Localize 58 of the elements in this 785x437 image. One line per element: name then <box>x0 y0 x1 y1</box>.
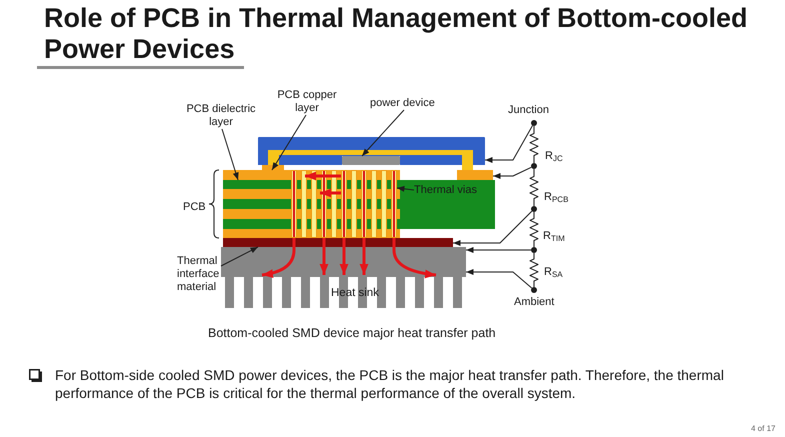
callout-label: Thermal interface material <box>177 255 221 294</box>
thermal-via <box>301 170 307 238</box>
callout-label: PCB copper layer <box>276 89 338 115</box>
node-label: Junction <box>508 104 549 117</box>
callout-label: PCB dielectric layer <box>186 103 256 129</box>
device-package <box>258 137 485 170</box>
resistor-symbol <box>530 252 538 288</box>
junction-dot <box>531 120 537 126</box>
leader-arrow <box>492 166 532 179</box>
bullet-text: For Bottom-side cooled SMD power devices, the PCB is the major heat transfer path. Therefore, the thermal performance of the PCB is critical for the thermal performance of the overall system. <box>55 366 725 402</box>
heat-sink <box>221 247 466 308</box>
title: Role of PCB in Thermal Management of Bottom-cooled Power Devices <box>44 3 749 65</box>
leader-arrow <box>222 128 239 180</box>
heat-flow-arrow <box>340 238 348 275</box>
thermal-via <box>311 170 317 238</box>
thermal-via <box>321 170 327 238</box>
heat-flow-arrow <box>320 238 328 275</box>
page-number: 4 of 17 <box>751 424 776 434</box>
thermal-via <box>361 170 367 238</box>
thermal-via <box>391 170 397 238</box>
edge-label: R$_{PCB}$ <box>544 191 568 204</box>
heat-flow-arrow <box>392 238 436 278</box>
power-device-die <box>342 156 400 165</box>
junction-dot <box>531 163 537 169</box>
heat-flow-arrow <box>305 172 341 180</box>
thermal-via <box>371 170 377 238</box>
part-label: PCB <box>183 201 207 214</box>
heat-flow-arrow <box>262 238 296 278</box>
leader-arrow <box>484 125 533 163</box>
edge-label: R$_{TIM}$ <box>543 230 565 243</box>
leader-arrow <box>396 186 414 192</box>
thermal-via <box>381 170 387 238</box>
leader-arrow <box>466 247 532 253</box>
leader-arrow <box>272 114 306 170</box>
thermal-via <box>351 170 357 238</box>
resistor-symbol <box>530 212 538 248</box>
heat-flow-arrow <box>320 188 341 198</box>
resistor-symbol <box>530 168 538 206</box>
edge-label: R$_{JC}$ <box>545 150 563 163</box>
leader-arrow <box>466 269 532 288</box>
caption: Bottom-cooled SMD device major heat transfer path <box>208 326 496 341</box>
callout-label: Thermal vias <box>414 184 478 197</box>
copper-pad <box>457 170 493 180</box>
junction-dot <box>531 206 537 212</box>
callout-label: power device <box>370 97 436 110</box>
resistor-symbol <box>530 126 538 164</box>
leader-arrow <box>220 246 258 266</box>
thermal-via <box>331 170 337 238</box>
leader-arrow <box>452 210 532 246</box>
leader-arrow <box>362 110 404 156</box>
junction-dot <box>531 287 537 293</box>
node-label: Ambient <box>514 296 554 309</box>
junction-dot <box>531 247 537 253</box>
thermal-via <box>341 170 347 238</box>
edge-label: R$_{SA}$ <box>544 266 563 279</box>
thermal-interface-layer <box>223 238 453 247</box>
heat-flow-arrow <box>360 238 368 275</box>
thermal-via <box>291 170 297 238</box>
